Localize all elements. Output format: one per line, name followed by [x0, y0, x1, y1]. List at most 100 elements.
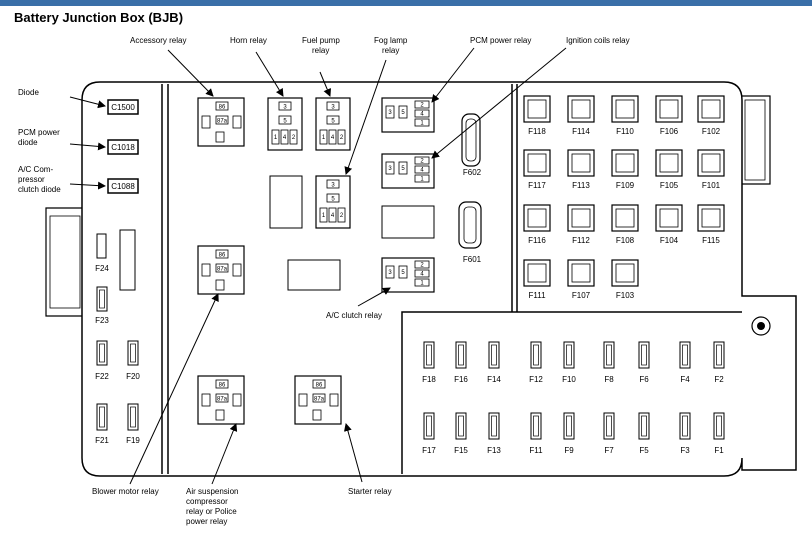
label-air-susp-4: power relay [186, 517, 227, 526]
connector-c1018: C1018 [107, 139, 139, 155]
svg-text:F3: F3 [680, 446, 690, 455]
svg-text:1: 1 [420, 281, 424, 287]
label-pcm-power-relay: PCM power relay [470, 36, 531, 45]
svg-text:1: 1 [322, 213, 326, 219]
svg-text:F112: F112 [572, 236, 590, 245]
mini-fuse-f15: F15 [454, 412, 468, 455]
svg-text:F107: F107 [572, 291, 591, 300]
svg-text:F11: F11 [529, 446, 543, 455]
svg-text:F14: F14 [487, 375, 501, 384]
label-fog-lamp-relay-1: Fog lamp [374, 36, 408, 45]
starter-relay: 86 87a [294, 375, 342, 425]
fuse-f23: F23 [95, 286, 109, 325]
svg-text:F104: F104 [660, 236, 679, 245]
connector-c1500: C1500 [107, 99, 139, 115]
svg-text:F16: F16 [454, 375, 468, 384]
label-fog-lamp-relay-2: relay [382, 46, 399, 55]
empty-slot-3 [381, 205, 435, 239]
right-mounting-tab [742, 95, 771, 185]
mini-fuse-f16: F16 [454, 341, 468, 384]
svg-text:86: 86 [219, 253, 226, 259]
svg-text:F15: F15 [454, 446, 468, 455]
svg-text:F19: F19 [126, 436, 140, 445]
svg-text:F105: F105 [660, 181, 679, 190]
svg-text:C1500: C1500 [111, 103, 135, 112]
empty-slot-1 [269, 175, 303, 229]
label-fuel-pump-relay-1: Fuel pump [302, 36, 340, 45]
label-horn-relay: Horn relay [230, 36, 267, 45]
label-ac-clutch-relay: A/C clutch relay [326, 311, 382, 320]
svg-text:F8: F8 [604, 375, 614, 384]
svg-text:F18: F18 [422, 375, 436, 384]
mini-fuse-f7: F7 [603, 412, 615, 455]
svg-text:86: 86 [316, 383, 323, 389]
ignition-coils-relay: 3 5 2 4 1 [381, 153, 435, 189]
svg-text:5: 5 [401, 270, 405, 276]
svg-text:3: 3 [331, 105, 335, 111]
svg-text:F601: F601 [463, 255, 482, 264]
svg-text:F6: F6 [639, 375, 649, 384]
svg-text:F12: F12 [529, 375, 543, 384]
svg-text:F101: F101 [702, 181, 721, 190]
left-relay-slot [119, 229, 136, 291]
maxi-fuse-f105: F105 [655, 149, 683, 190]
svg-text:3: 3 [388, 110, 392, 116]
mini-fuse-f14: F14 [487, 341, 501, 384]
svg-text:1: 1 [322, 135, 326, 141]
svg-text:C1088: C1088 [111, 182, 135, 191]
svg-text:F117: F117 [528, 181, 546, 190]
connector-c1088: C1088 [107, 178, 139, 194]
svg-text:F110: F110 [616, 127, 634, 136]
label-ac-diode-2: pressor [18, 175, 45, 184]
svg-text:4: 4 [283, 135, 287, 141]
fuse-f601: F601 [458, 201, 482, 264]
svg-text:F22: F22 [95, 372, 109, 381]
svg-text:F24: F24 [95, 264, 109, 273]
svg-text:F23: F23 [95, 316, 109, 325]
svg-text:3: 3 [283, 105, 287, 111]
svg-text:3: 3 [388, 166, 392, 172]
label-fuel-pump-relay-2: relay [312, 46, 329, 55]
svg-text:3: 3 [388, 270, 392, 276]
maxi-fuse-f117: F117 [523, 149, 551, 190]
mini-fuse-f12: F12 [529, 341, 543, 384]
svg-text:F1: F1 [714, 446, 724, 455]
right-tab-inner [744, 99, 766, 181]
maxi-fuse-f104: F104 [655, 204, 683, 245]
mini-fuse-f11: F11 [529, 412, 543, 455]
svg-text:87a: 87a [217, 119, 228, 125]
left-mounting-tab [45, 207, 82, 317]
label-ac-diode-1: A/C Com- [18, 165, 53, 174]
fog-lamp-relay: 3 5 1 4 2 [315, 175, 351, 229]
label-ignition-coils-relay: Ignition coils relay [566, 36, 630, 45]
bjb-housing [81, 81, 797, 477]
svg-text:1: 1 [420, 121, 424, 127]
svg-text:F114: F114 [572, 127, 590, 136]
maxi-fuse-f118: F118 [523, 95, 551, 136]
label-starter-relay: Starter relay [348, 487, 392, 496]
svg-text:5: 5 [331, 119, 335, 125]
svg-text:4: 4 [420, 272, 424, 278]
maxi-fuse-f101: F101 [697, 149, 725, 190]
svg-text:F5: F5 [639, 446, 649, 455]
fuse-f20: F20 [126, 340, 140, 381]
mini-fuse-f18: F18 [422, 341, 436, 384]
maxi-fuse-f106: F106 [655, 95, 683, 136]
svg-text:5: 5 [331, 197, 335, 203]
svg-text:5: 5 [283, 119, 287, 125]
label-diode: Diode [18, 88, 39, 97]
fuse-f602: F602 [461, 113, 482, 177]
svg-text:4: 4 [331, 135, 335, 141]
maxi-fuse-f111: F111 [523, 259, 551, 300]
label-air-susp-1: Air suspension [186, 487, 238, 496]
fuse-f24: F24 [95, 233, 109, 273]
svg-text:F108: F108 [616, 236, 635, 245]
label-blower-motor-relay: Blower motor relay [92, 487, 159, 496]
label-air-susp-3: relay or Police [186, 507, 237, 516]
svg-text:2: 2 [340, 135, 344, 141]
maxi-fuse-f102: F102 [697, 95, 725, 136]
label-pcm-power-diode-1: PCM power [18, 128, 60, 137]
svg-text:F9: F9 [564, 446, 574, 455]
mini-fuse-f3: F3 [679, 412, 691, 455]
svg-text:F20: F20 [126, 372, 140, 381]
